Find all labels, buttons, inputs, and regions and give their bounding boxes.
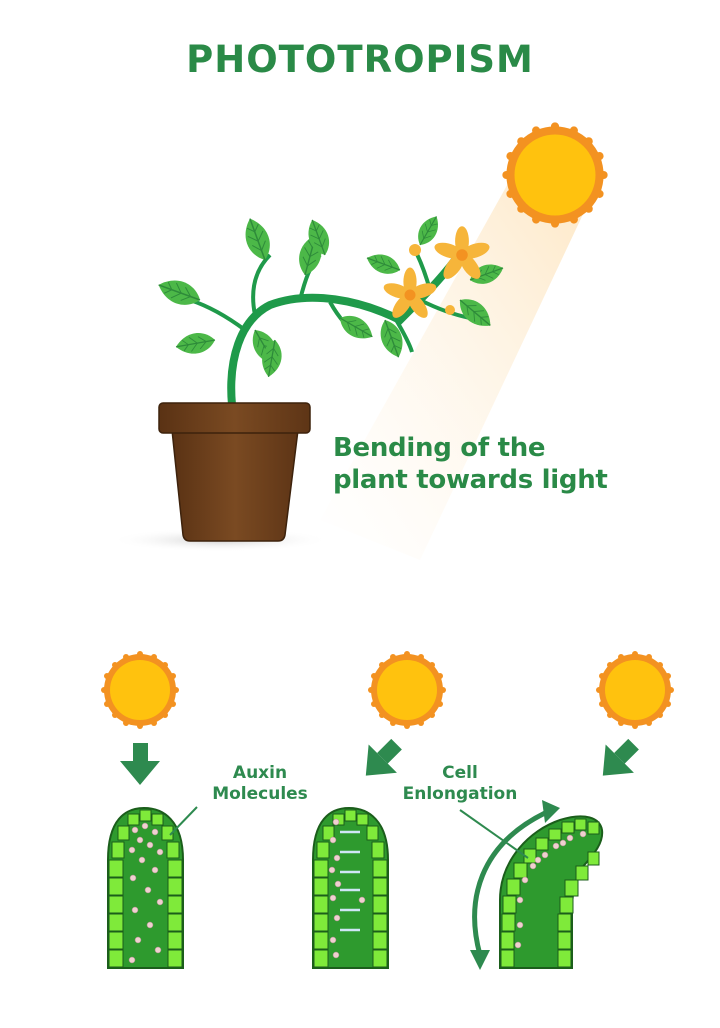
auxin-pointer-line	[169, 806, 198, 836]
label-cell-elongation: Cell Enlongation	[395, 763, 525, 805]
light-arrow-diagonal-icon	[365, 738, 402, 776]
caption-line-1: Bending of the	[333, 433, 546, 463]
label-cell-line-2: Enlongation	[402, 784, 518, 804]
page-title: PHOTOTROPISM	[186, 38, 534, 81]
caption-bending: Bending of the plant towards light	[333, 432, 608, 496]
shoot-tip-stage-3	[499, 815, 604, 969]
shoot-tip-stage-1	[107, 806, 184, 969]
sun-icon-stage-2	[368, 651, 446, 729]
sun-icon-stage-3	[596, 651, 674, 729]
label-auxin-line-2: Molecules	[212, 784, 308, 804]
light-arrow-diagonal-icon	[602, 738, 639, 776]
cell-elongation-pointer-line	[459, 809, 529, 859]
flower-pot	[110, 402, 330, 552]
light-arrow-down-icon	[120, 743, 160, 785]
shoot-tip-stage-2	[312, 806, 389, 969]
label-auxin-line-1: Auxin	[232, 763, 288, 783]
flowers	[381, 226, 492, 322]
light-beam	[320, 180, 585, 560]
bending-arrow-icon	[470, 800, 560, 970]
label-auxin-molecules: Auxin Molecules	[200, 763, 320, 805]
caption-line-2: plant towards light	[333, 465, 608, 495]
sun-icon-stage-1	[101, 651, 179, 729]
label-cell-line-1: Cell	[442, 763, 478, 783]
